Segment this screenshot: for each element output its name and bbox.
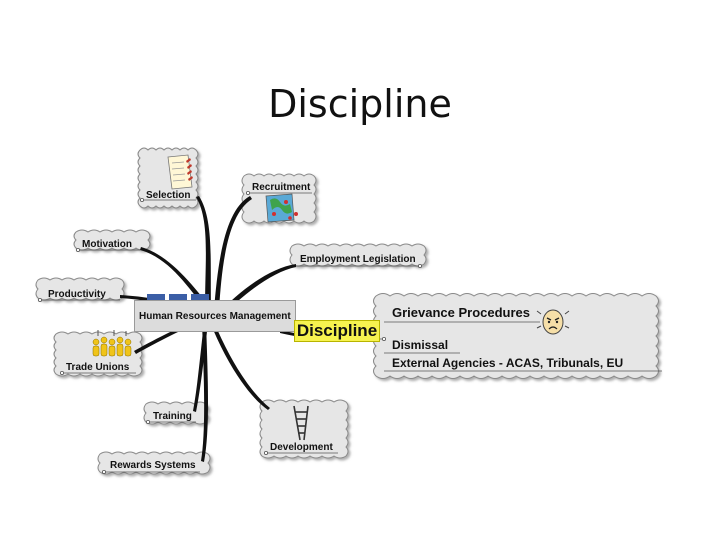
- discipline-item-dismissal: Dismissal: [392, 338, 449, 352]
- branch-label-development: Development: [270, 442, 333, 453]
- rewards-systems-cloud: [97, 451, 211, 475]
- discipline-item-external-agencies: External Agencies - ACAS, Tribunals, EU: [392, 356, 624, 370]
- development-cloud: [259, 399, 349, 459]
- angry-face-icon: [536, 309, 570, 335]
- branch-label-employment-legislation: Employment Legislation: [300, 254, 416, 265]
- discipline-item-grievance-procedures: Grievance Procedures: [392, 305, 531, 320]
- hub-tab: [169, 294, 187, 300]
- branch-label-training: Training: [153, 411, 192, 422]
- branch-label-selection: Selection: [146, 190, 191, 201]
- branch-label-recruitment: Recruitment: [252, 182, 311, 193]
- slide-title: Discipline: [268, 82, 452, 126]
- discipline-node: Discipline: [294, 320, 380, 342]
- discipline-cloud: [373, 293, 659, 379]
- checklist-icon: [167, 154, 193, 190]
- branch-label-motivation: Motivation: [82, 239, 132, 250]
- map-icon: [265, 193, 298, 223]
- branch-label-productivity: Productivity: [48, 289, 106, 300]
- ladder-icon: [293, 405, 309, 441]
- branch-label-trade-unions: Trade Unions: [66, 362, 130, 373]
- hub-tab: [191, 294, 209, 300]
- hub-node: Human Resources Management: [134, 294, 296, 332]
- crowd-icon: [92, 330, 132, 357]
- hub-label: Human Resources Management: [139, 311, 291, 322]
- hub-tab: [147, 294, 165, 300]
- branch-label-rewards-systems: Rewards Systems: [110, 460, 196, 471]
